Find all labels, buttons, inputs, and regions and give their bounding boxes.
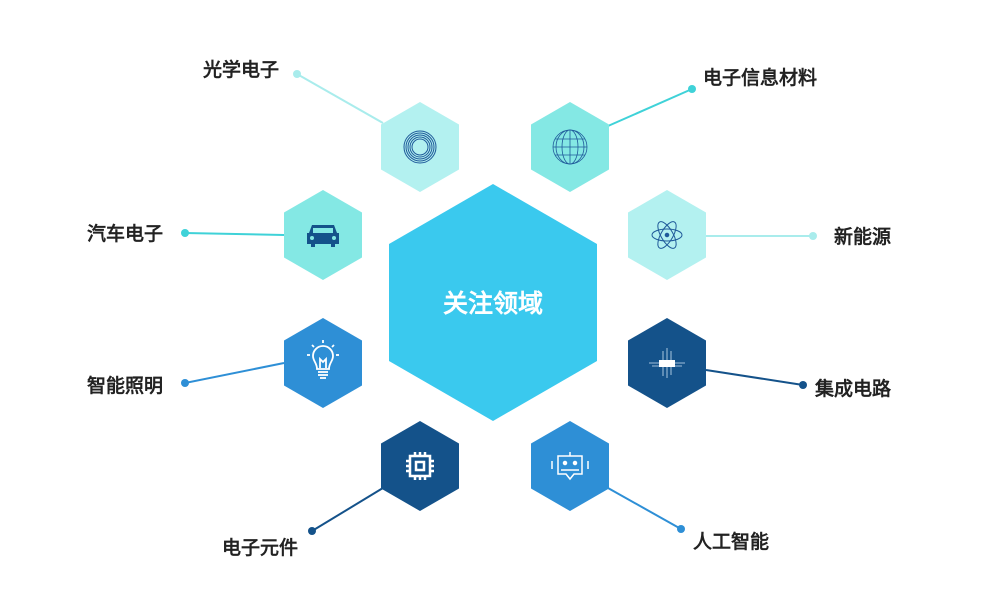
chip-icon [406, 452, 434, 480]
connector-dot [677, 525, 685, 533]
connector-dot [809, 232, 817, 240]
connector-automotive-electronics [184, 232, 285, 236]
connector-artificial-intelligence [607, 487, 682, 530]
center-title: 关注领域 [443, 289, 543, 318]
circuit-board-icon [649, 348, 685, 378]
label-electronic-components: 电子元件 [222, 536, 298, 559]
label-artificial-intelligence: 人工智能 [693, 530, 769, 553]
label-integrated-circuits: 集成电路 [814, 377, 892, 400]
label-new-energy: 新能源 [834, 225, 891, 248]
connector-dot [181, 229, 189, 237]
hexagon-electronic-components [381, 421, 459, 511]
wire-globe-icon [552, 129, 588, 165]
connector-smart-lighting [184, 362, 285, 384]
label-automotive-electronics: 汽车电子 [87, 222, 163, 245]
connector-dot [308, 527, 316, 535]
connector-dot [181, 379, 189, 387]
connector-dot [293, 70, 301, 78]
connector-integrated-circuits [705, 369, 804, 386]
connector-electronic-components [311, 487, 384, 532]
connector-dot [688, 85, 696, 93]
car-icon [307, 225, 339, 247]
center-hexagon [389, 184, 597, 421]
connector-dot [799, 381, 807, 389]
connector-electronic-info-materials [607, 88, 693, 127]
atom-icon [651, 221, 683, 249]
label-optical-electronics: 光学电子 [202, 58, 279, 81]
hexagon-artificial-intelligence [531, 421, 609, 511]
hexagon-optical-electronics [381, 102, 459, 192]
label-smart-lighting: 智能照明 [87, 374, 163, 397]
robot-icon [551, 452, 589, 481]
label-electronic-info-materials: 电子信息材料 [703, 66, 817, 89]
connector-optical-electronics [296, 73, 384, 124]
light-bulb-icon [307, 340, 339, 379]
optical-ring-icon [403, 130, 437, 164]
